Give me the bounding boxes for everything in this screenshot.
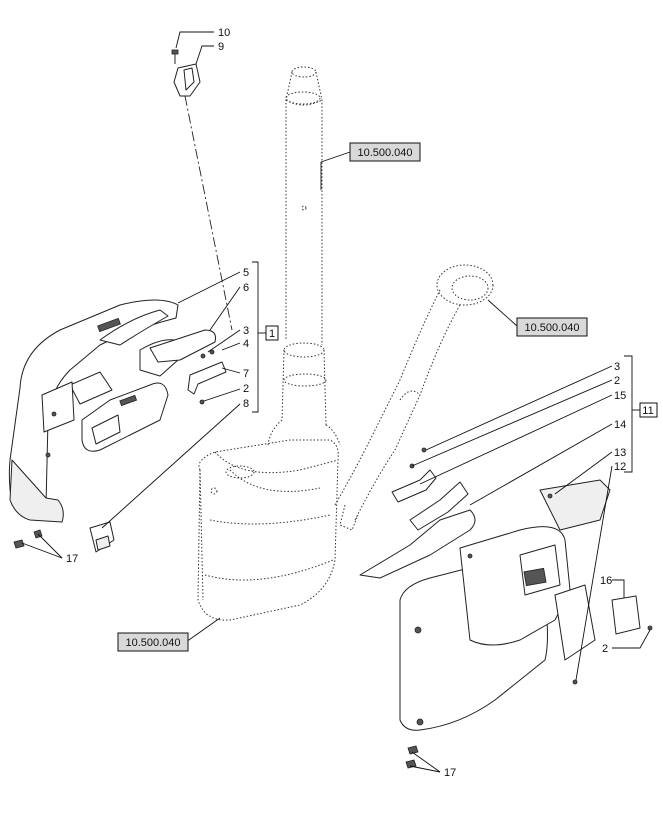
group-label-right[interactable]: 11 [639,402,658,418]
callout-9[interactable]: 9 [218,41,224,53]
reference-text: 10.500.040 [125,637,180,649]
callout-2-lower[interactable]: 2 [602,643,608,655]
left-heat-shield [8,299,179,523]
callout-2-right[interactable]: 2 [614,375,620,387]
muffler-body [197,439,339,621]
callout-6[interactable]: 6 [243,282,249,294]
curved-exhaust-pipe [334,264,494,531]
shield-plate-14 [359,481,476,579]
reference-text: 10.500.040 [524,322,579,334]
corner-guard-8 [89,521,115,553]
callout-12[interactable]: 12 [614,461,626,473]
callout-2[interactable]: 2 [243,383,249,395]
callout-14[interactable]: 14 [614,419,626,431]
bracket-15 [391,447,437,503]
group-number: 1 [269,328,275,340]
bolts-17-right [405,679,578,769]
callout-17-right[interactable]: 17 [444,767,456,779]
callout-7[interactable]: 7 [243,368,249,380]
right-heat-shield [399,479,611,731]
callout-8[interactable]: 8 [243,398,249,410]
group-number: 11 [642,405,653,417]
callout-numbers: 10 9 5 6 3 4 7 2 8 17 3 2 15 14 13 12 16… [66,27,626,779]
shield-plate-6 [149,329,216,363]
reference-label-bottom[interactable]: 10.500.040 [117,632,189,652]
callout-3[interactable]: 3 [243,325,249,337]
small-bracket-7 [187,349,227,405]
exhaust-stack-pipe [267,66,341,446]
centerline-top [184,95,233,331]
callout-16[interactable]: 16 [600,575,612,587]
callout-5[interactable]: 5 [243,267,249,279]
callout-4[interactable]: 4 [243,338,249,350]
plate-16 [611,595,653,635]
reference-label-right[interactable]: 10.500.040 [516,317,588,337]
callout-15[interactable]: 15 [614,390,626,402]
leader-lines [21,31,651,773]
callout-10[interactable]: 10 [218,27,230,39]
group-label-left[interactable]: 1 [265,325,279,341]
callout-13[interactable]: 13 [614,447,626,459]
callout-3-right[interactable]: 3 [614,361,620,373]
top-bracket [171,49,201,97]
reference-text: 10.500.040 [357,147,412,159]
reference-label-top[interactable]: 10.500.040 [349,142,421,162]
callout-17-left[interactable]: 17 [66,553,78,565]
